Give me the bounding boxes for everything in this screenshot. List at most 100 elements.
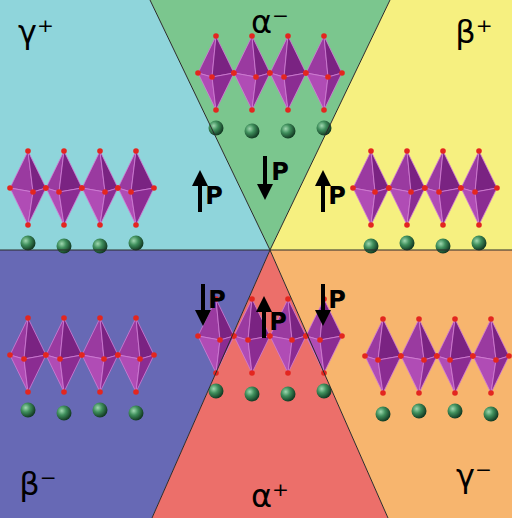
cation-sphere [57, 406, 72, 421]
cation-sphere [376, 407, 391, 422]
oxygen-atom [386, 185, 392, 191]
cation-sphere [317, 121, 332, 136]
cation-sphere [21, 236, 36, 251]
phase-label: γ⁺ [18, 13, 54, 51]
oxygen-atom [79, 352, 85, 358]
oxygen-atom [97, 148, 103, 154]
oxygen-atom [133, 222, 139, 228]
oxygen-atom [506, 353, 512, 359]
oxygen-atom [488, 390, 494, 396]
polarization-label: P [208, 286, 226, 314]
text-holder: P [208, 288, 226, 312]
polarization-arrow [263, 156, 267, 192]
polarization-arrow [201, 284, 205, 318]
oxygen-atom [195, 70, 201, 76]
text-holder: P [269, 310, 287, 334]
oxygen-atom [151, 185, 157, 191]
oxygen-atom [321, 107, 327, 113]
oxygen-atom [249, 370, 255, 376]
oxygen-atom [458, 185, 464, 191]
oxygen-atom [133, 315, 139, 321]
oxygen-atom [79, 352, 85, 358]
oxygen-atom [408, 189, 414, 195]
oxygen-atom [57, 356, 63, 362]
oxygen-atom [102, 189, 108, 195]
oxygen-atom [434, 353, 440, 359]
phase-sector: α⁻P [150, 0, 390, 250]
cation-sphere [93, 239, 108, 254]
oxygen-atom [133, 148, 139, 154]
oxygen-atom [422, 185, 428, 191]
cation-sphere [472, 236, 487, 251]
text-holder: P [328, 288, 346, 312]
polarization-label: P [328, 286, 346, 314]
oxygen-atom [43, 352, 49, 358]
oxygen-atom [115, 185, 121, 191]
oxygen-atom [398, 353, 404, 359]
oxygen-atom [267, 70, 273, 76]
oxygen-atom [25, 315, 31, 321]
oxygen-atom [25, 389, 31, 395]
oxygen-atom [416, 390, 422, 396]
oxygen-atom [43, 185, 49, 191]
cation-sphere [21, 403, 36, 418]
sector-fill [270, 0, 512, 250]
oxygen-atom [43, 185, 49, 191]
cation-sphere [448, 404, 463, 419]
oxygen-atom [386, 185, 392, 191]
oxygen-atom [25, 148, 31, 154]
oxygen-atom [452, 316, 458, 322]
oxygen-atom [7, 352, 13, 358]
oxygen-atom [151, 352, 157, 358]
oxygen-atom [61, 389, 67, 395]
phase-label: γ⁻ [456, 457, 492, 495]
oxygen-atom [422, 185, 428, 191]
text-holder: P [271, 160, 289, 184]
phase-sector: γ⁺P [0, 0, 270, 250]
oxygen-atom [115, 185, 121, 191]
oxygen-atom [115, 352, 121, 358]
cation-sphere [129, 236, 144, 251]
oxygen-atom [476, 148, 482, 154]
sector-border [0, 250, 270, 251]
oxygen-atom [350, 185, 356, 191]
oxygen-atom [452, 390, 458, 396]
sector-border [270, 250, 512, 251]
cation-sphere [93, 403, 108, 418]
oxygen-atom [195, 333, 201, 339]
oxygen-atom [372, 189, 378, 195]
oxygen-atom [404, 222, 410, 228]
oxygen-atom [56, 189, 62, 195]
oxygen-atom [97, 389, 103, 395]
text-holder: γ⁻ [456, 460, 492, 492]
oxygen-atom [97, 222, 103, 228]
oxygen-atom [339, 70, 345, 76]
cation-sphere [129, 406, 144, 421]
oxygen-atom [231, 70, 237, 76]
sector-fill [270, 250, 512, 518]
phase-sector: β⁻ P [0, 250, 270, 518]
phase-sector: γ⁻ P [270, 250, 512, 518]
oxygen-atom [253, 74, 259, 80]
oxygen-atom [440, 222, 446, 228]
oxygen-atom [416, 316, 422, 322]
polarization-label: P [271, 158, 289, 186]
oxygen-atom [303, 70, 309, 76]
oxygen-atom [436, 189, 442, 195]
oxygen-atom [404, 148, 410, 154]
oxygen-atom [281, 74, 287, 80]
oxygen-atom [7, 185, 13, 191]
oxygen-atom [137, 356, 143, 362]
polarization-arrow [198, 178, 202, 212]
oxygen-atom [458, 185, 464, 191]
oxygen-atom [472, 189, 478, 195]
oxygen-atom [61, 222, 67, 228]
cation-sphere [484, 407, 499, 422]
phase-label: β⁺ [455, 13, 492, 51]
text-holder: β⁻ [19, 468, 56, 500]
polarization-label: P [269, 308, 287, 336]
oxygen-atom [321, 33, 327, 39]
